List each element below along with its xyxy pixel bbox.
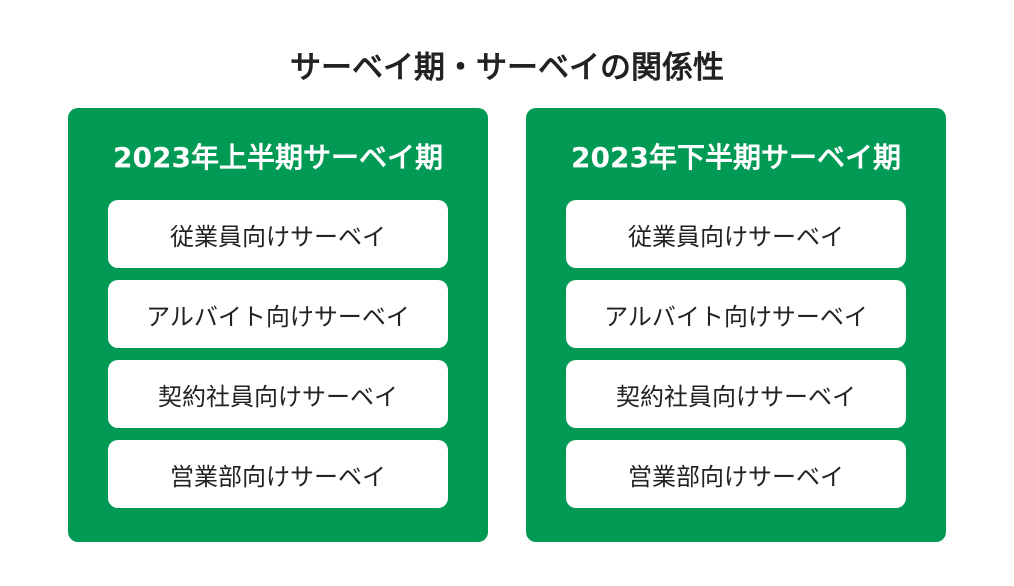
survey-item-sales: 営業部向けサーベイ: [108, 440, 448, 508]
survey-item-part-time: アルバイト向けサーベイ: [108, 280, 448, 348]
survey-item-employee: 従業員向けサーベイ: [566, 200, 906, 268]
page-title: サーベイ期・サーベイの関係性: [290, 50, 724, 86]
panel-title: 2023年下半期サーベイ期: [571, 141, 901, 174]
survey-item-employee: 従業員向けサーベイ: [108, 200, 448, 268]
survey-item-sales: 営業部向けサーベイ: [566, 440, 906, 508]
survey-list: 従業員向けサーベイ アルバイト向けサーベイ 契約社員向けサーベイ 営業部向けサー…: [108, 200, 448, 520]
panel-title: 2023年上半期サーベイ期: [113, 141, 443, 174]
survey-item-contract: 契約社員向けサーベイ: [108, 360, 448, 428]
survey-item-contract: 契約社員向けサーベイ: [566, 360, 906, 428]
survey-item-part-time: アルバイト向けサーベイ: [566, 280, 906, 348]
survey-list: 従業員向けサーベイ アルバイト向けサーベイ 契約社員向けサーベイ 営業部向けサー…: [566, 200, 906, 520]
period-panel-first-half: 2023年上半期サーベイ期 従業員向けサーベイ アルバイト向けサーベイ 契約社員…: [68, 108, 488, 542]
period-panel-second-half: 2023年下半期サーベイ期 従業員向けサーベイ アルバイト向けサーベイ 契約社員…: [526, 108, 946, 542]
